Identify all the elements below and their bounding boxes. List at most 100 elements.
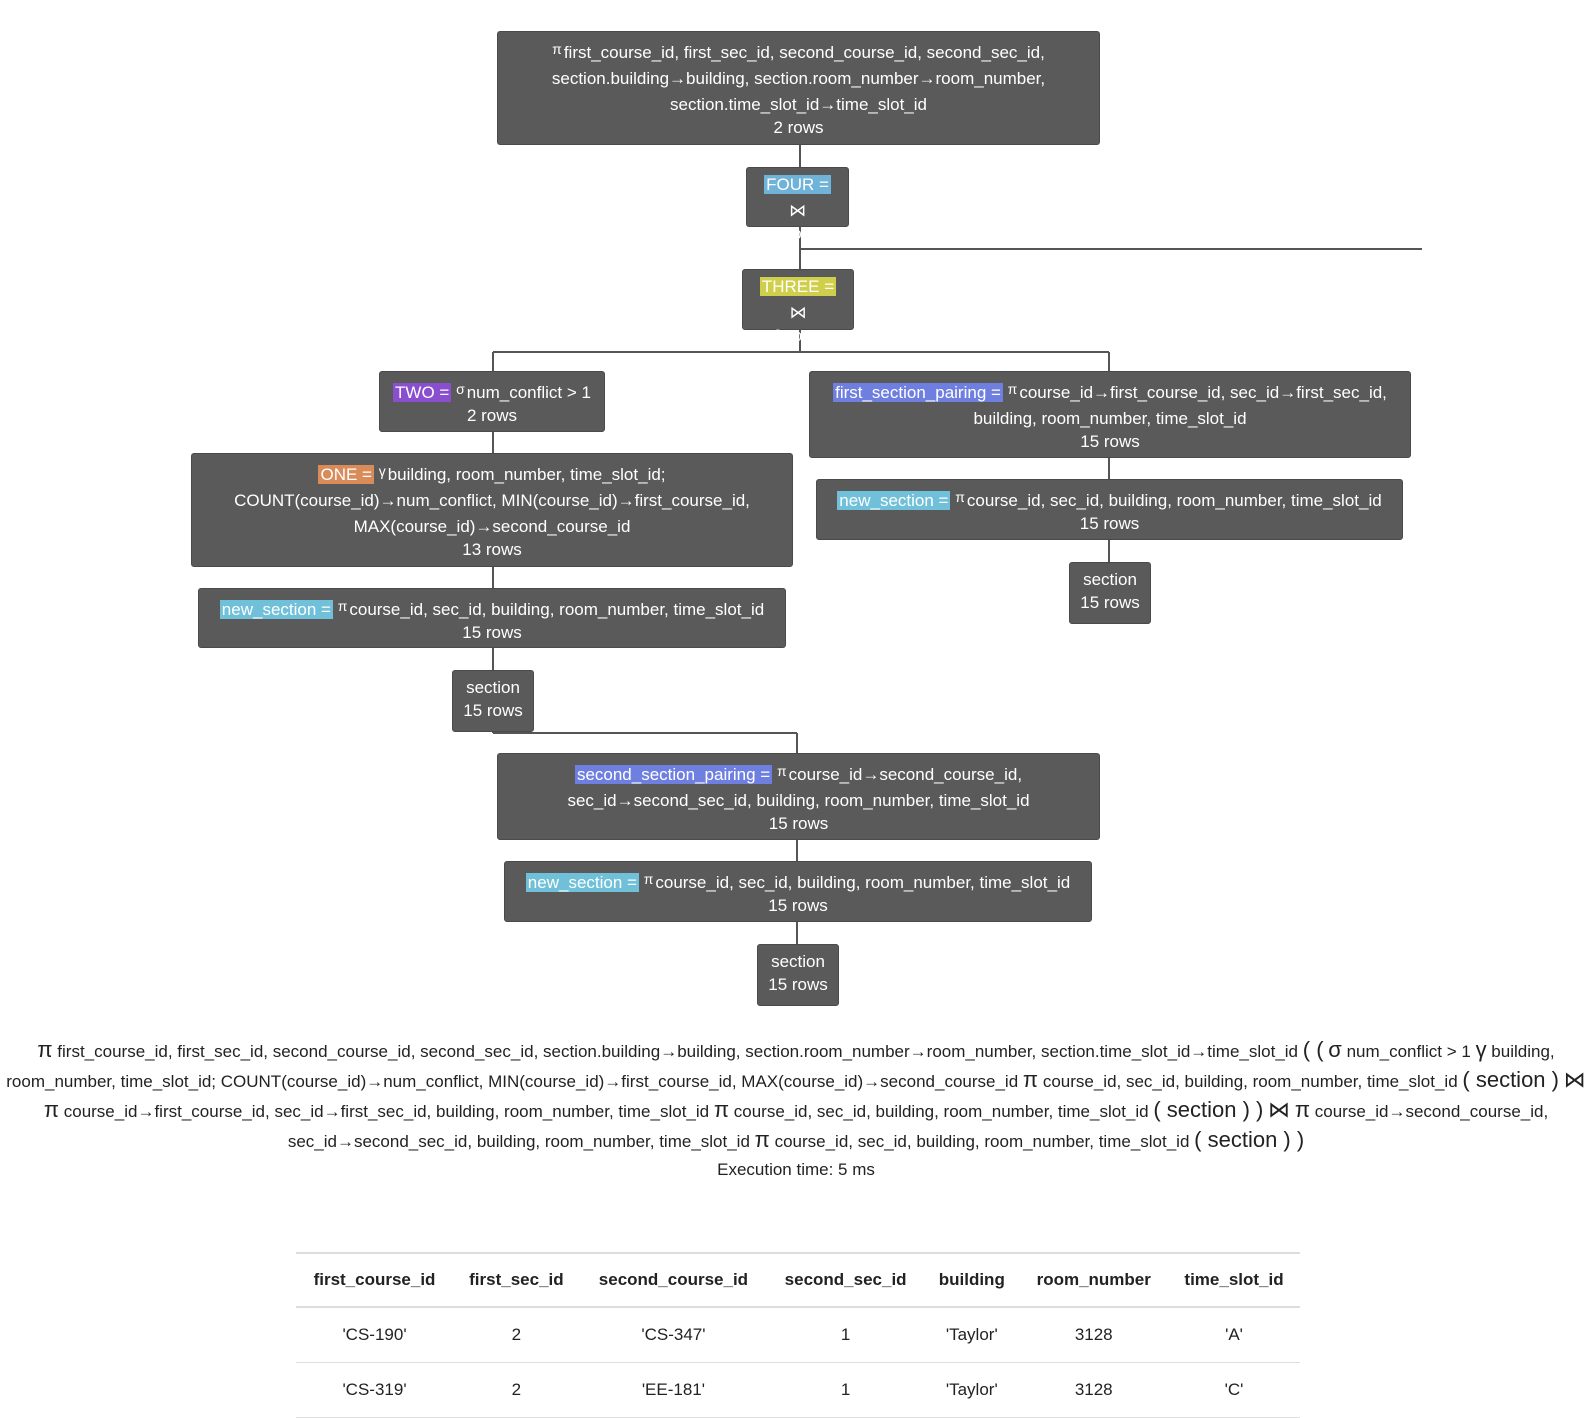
- expr-part-8: course_id, sec_id, building, room_number…: [774, 1132, 1190, 1151]
- two-rows: 2 rows: [466, 406, 518, 425]
- pi-symbol: π: [337, 598, 348, 614]
- column-header[interactable]: second_course_id: [579, 1252, 768, 1308]
- column-header[interactable]: building: [924, 1252, 1020, 1308]
- column-header[interactable]: second_sec_id: [767, 1252, 925, 1308]
- section-name: section: [1083, 570, 1137, 589]
- table-cell: 'C': [1168, 1362, 1300, 1418]
- pi-symbol: π: [1022, 1067, 1039, 1092]
- column-header[interactable]: room_number: [1019, 1252, 1169, 1308]
- first-pairing-rows: 15 rows: [1080, 432, 1140, 451]
- pi-symbol: π: [1294, 1097, 1311, 1122]
- four-label: FOUR =: [764, 175, 831, 194]
- expr-open-parens: ( (: [1302, 1037, 1324, 1062]
- tree-edges: [492, 145, 1422, 944]
- first-pairing-line-1: course_id→first_course_id, sec_id→first_…: [1019, 383, 1387, 402]
- table-row: 'CS-190' 2 'CS-347' 1 'Taylor' 3128 'A': [296, 1307, 1300, 1363]
- new-section-columns: course_id, sec_id, building, room_number…: [966, 491, 1382, 510]
- new-section-columns: course_id, sec_id, building, room_number…: [655, 873, 1071, 892]
- expr-part-3: building, room_number, time_slot_id; COU…: [6, 1042, 1555, 1091]
- table-row: 'CS-319' 2 'EE-181' 1 'Taylor' 3128 'C': [296, 1362, 1300, 1418]
- section-name: section: [466, 678, 520, 697]
- new-section-label: new_section =: [837, 491, 951, 510]
- root-line-3: section.time_slot_id→time_slot_id: [669, 95, 927, 114]
- section-name: section: [771, 952, 825, 971]
- root-rows: 2 rows: [773, 118, 824, 137]
- new-section-rows: 15 rows: [1079, 514, 1140, 533]
- gamma-symbol: γ: [1475, 1037, 1487, 1062]
- section-right-node[interactable]: section 15 rows: [1069, 562, 1151, 624]
- table-header-row: first_course_id first_sec_id second_cour…: [296, 1252, 1300, 1308]
- gamma-symbol: γ: [378, 463, 386, 479]
- expr-part-6: course_id, sec_id, building, room_number…: [733, 1102, 1149, 1121]
- root-line-1: first_course_id, first_sec_id, second_co…: [563, 43, 1045, 62]
- three-join-node[interactable]: THREE = ⋈ 2 rows: [742, 269, 854, 345]
- pi-symbol: π: [37, 1037, 53, 1062]
- column-header[interactable]: time_slot_id: [1168, 1252, 1300, 1308]
- new-section-rows: 15 rows: [462, 623, 522, 642]
- section-rows: 15 rows: [1080, 593, 1140, 612]
- expr-section-3: ( section ) ): [1194, 1127, 1305, 1152]
- root-line-2: section.building→building, section.room_…: [551, 69, 1046, 88]
- second-pairing-line-2: sec_id→second_sec_id, building, room_num…: [567, 791, 1030, 810]
- section-bottom-node[interactable]: section 15 rows: [757, 944, 839, 1006]
- one-line-2: COUNT(course_id)→num_conflict, MIN(cours…: [234, 491, 750, 510]
- join-symbol: ⋈: [789, 303, 807, 322]
- first-pairing-line-2: building, room_number, time_slot_id: [973, 409, 1247, 428]
- three-rows: 2 rows: [772, 326, 824, 345]
- section-rows: 15 rows: [463, 701, 523, 720]
- table-cell: 3128: [1019, 1362, 1169, 1418]
- table-cell: 1: [767, 1307, 925, 1363]
- expr-part-7: course_id→second_course_id, sec_id→secon…: [287, 1102, 1549, 1151]
- table-cell: 3128: [1019, 1307, 1169, 1363]
- first-pairing-label: first_section_pairing =: [833, 383, 1003, 402]
- table-cell: 2: [453, 1362, 580, 1418]
- one-line-3: MAX(course_id)→second_course_id: [353, 517, 631, 536]
- expr-section-1: ( section ): [1462, 1067, 1559, 1092]
- two-label: TWO =: [393, 383, 452, 402]
- second-pairing-line-1: course_id→second_course_id,: [788, 765, 1023, 784]
- join-symbol: ⋈: [1563, 1067, 1586, 1092]
- expr-part-1: first_course_id, first_sec_id, second_co…: [57, 1042, 1299, 1061]
- one-rows: 13 rows: [462, 540, 522, 559]
- pi-symbol: π: [643, 871, 654, 887]
- table-cell: 'EE-181': [579, 1362, 768, 1418]
- table-cell: 1: [767, 1362, 925, 1418]
- table-cell: 'A': [1168, 1307, 1300, 1363]
- pi-symbol: π: [955, 489, 965, 505]
- column-header[interactable]: first_course_id: [296, 1252, 454, 1308]
- three-label: THREE =: [759, 277, 837, 296]
- relational-algebra-expression: π first_course_id, first_sec_id, second_…: [0, 1036, 1592, 1156]
- section-rows: 15 rows: [768, 975, 828, 994]
- column-header[interactable]: first_sec_id: [453, 1252, 580, 1308]
- four-join-node[interactable]: FOUR = ⋈ 2 rows: [746, 167, 849, 243]
- table-cell: 'Taylor': [924, 1362, 1020, 1418]
- one-line-1: building, room_number, time_slot_id;: [387, 465, 666, 484]
- table-cell: 'CS-190': [296, 1307, 454, 1363]
- join-symbol: ⋈: [789, 201, 806, 220]
- second-pairing-label: second_section_pairing =: [574, 765, 773, 784]
- four-rows: 2 rows: [772, 224, 823, 243]
- expr-part-4: course_id, sec_id, building, room_number…: [1042, 1072, 1458, 1091]
- pi-symbol: π: [776, 763, 787, 779]
- pi-symbol: π: [552, 41, 562, 57]
- join-symbol: ⋈: [1268, 1097, 1291, 1122]
- table-cell: 'CS-347': [579, 1307, 768, 1363]
- new-section-rows: 15 rows: [768, 896, 828, 915]
- table-cell: 2: [453, 1307, 580, 1363]
- two-condition: num_conflict > 1: [466, 383, 591, 402]
- result-table: first_course_id first_sec_id second_cour…: [296, 1252, 1300, 1418]
- sigma-symbol: σ: [1328, 1037, 1342, 1062]
- section-left-node[interactable]: section 15 rows: [452, 670, 534, 732]
- pi-symbol: π: [754, 1127, 770, 1152]
- table-cell: 'Taylor': [924, 1307, 1020, 1363]
- execution-time: Execution time: 5 ms: [717, 1160, 875, 1179]
